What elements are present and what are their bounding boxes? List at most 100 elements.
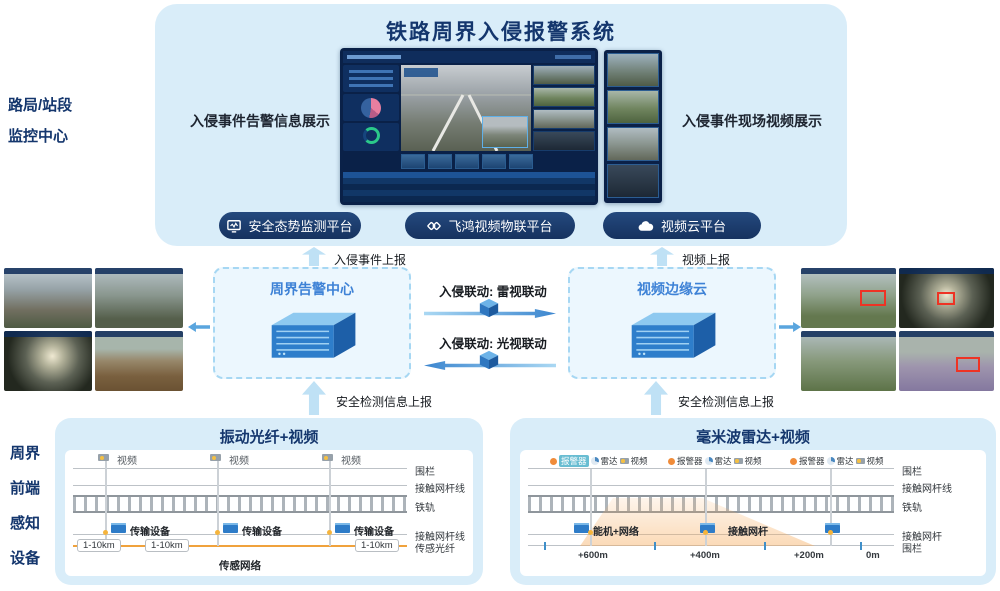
insulator-dot: [588, 530, 593, 535]
thumbnail-titlebar: [899, 268, 994, 274]
camera-icon: [619, 458, 629, 464]
row-label-fence: 围栏: [415, 467, 435, 478]
platform-pill-label: 飞鸿视频物联平台: [448, 219, 553, 234]
radar-label: 雷达: [600, 456, 618, 466]
insulator-dot: [103, 530, 108, 535]
thumbnail-titlebar: [801, 268, 896, 274]
thumbnail-titlebar: [95, 268, 183, 274]
radar-icon: [590, 457, 599, 465]
distance-label: 0m: [866, 550, 880, 561]
video-overlay-chip: [404, 68, 438, 77]
distance-tick: [860, 542, 862, 550]
row-label-rail: 铁轨: [902, 503, 922, 514]
row-label-fence2: 围栏: [902, 544, 922, 555]
alarm-center-title: 周界告警中心: [270, 281, 354, 297]
strip-tile: [607, 127, 659, 161]
camera-thumbnail: [801, 331, 896, 391]
monitor-center-label: 路局/站段 监控中心: [8, 90, 72, 152]
linkage-radar-label: 入侵联动: 雷视联动: [439, 285, 547, 299]
fiber-diagram: 视频 视频 视频 传输设备 传输设备 传输设备 1-10km 1-10km 1-…: [65, 450, 473, 576]
pole: [830, 469, 832, 546]
server-icon: [271, 312, 356, 358]
radar-icon: [704, 457, 713, 465]
sensing-network-label: 传感网络: [219, 560, 261, 572]
monitor-icon: [227, 219, 242, 233]
distance-label: +400m: [690, 550, 720, 561]
edge-cloud-title: 视频边缘云: [637, 281, 707, 297]
front-end-line2: 前端: [10, 480, 41, 497]
up-arrow-event-report: [302, 247, 326, 266]
fiber-section-panel: 振动光纤+视频 视频 视频 视频 传输设备 传输设备 传输设备: [55, 418, 483, 585]
platform-pill-security[interactable]: 安全态势监测平台: [219, 212, 361, 239]
front-end-line1: 周界: [10, 445, 41, 462]
catenary-line: [73, 534, 407, 535]
front-end-line3: 感知: [10, 515, 41, 532]
monitor-center-line1: 路局/站段: [8, 97, 73, 114]
dashboard-side-tile: [533, 109, 595, 129]
device-box: [700, 523, 715, 533]
strip-tile: [607, 164, 659, 198]
pole: [105, 458, 107, 546]
front-end-label: 周界 前端 感知 设备: [10, 436, 40, 576]
distance-tick: [764, 542, 766, 550]
dashboard-thumbnail: [428, 154, 452, 169]
thumbnail-titlebar: [801, 331, 896, 337]
up-arrow-safety-left: [302, 381, 326, 415]
dashboard-screenshot: [340, 48, 598, 205]
fence-line-bottom: [528, 545, 894, 546]
camera-label: 视频: [341, 456, 361, 467]
dashboard-thumbnail: [482, 154, 506, 169]
gauge-chart: [362, 127, 380, 144]
row-label-catenary: 接触网杆线: [902, 484, 952, 495]
alarm-icon: [790, 457, 797, 465]
monitor-center-line2: 监控中心: [8, 128, 69, 145]
transmission-device-label: 传输设备: [130, 527, 170, 538]
radar-label: 雷达: [714, 456, 732, 466]
platform-pill-label: 视频云平台: [660, 219, 726, 234]
link-icon: [427, 219, 442, 233]
dashboard-main-video: [401, 65, 531, 151]
camera-thumbnail: [801, 268, 896, 328]
bar-chart: [349, 70, 393, 87]
system-title: 铁路周界入侵报警系统: [386, 21, 616, 44]
row-label-catenary: 接触网杆线: [415, 484, 465, 495]
camera-grid-left: [4, 268, 183, 391]
dashboard-thumbnail: [509, 154, 533, 169]
railway-track: [528, 495, 894, 513]
monitoring-center-panel: 铁路周界入侵报警系统 入侵事件告警信息展示 入侵事件现场视频展示: [155, 4, 847, 246]
camera-label: 视频: [117, 456, 137, 467]
camera-thumbnail: [95, 331, 183, 391]
dashboard-thumbnail: [401, 154, 425, 169]
distance-chip: 1-10km: [355, 539, 399, 552]
distance-tick: [654, 542, 656, 550]
transmission-device-label: 传输设备: [242, 527, 282, 538]
row-label-rail: 铁轨: [415, 503, 435, 514]
server-icon: [631, 312, 716, 358]
platform-pill-feihong[interactable]: 飞鸿视频物联平台: [405, 212, 575, 239]
catenary-line: [73, 485, 407, 486]
left-connector-arrow: [188, 322, 210, 332]
camera-icon: [855, 458, 865, 464]
camera-thumbnail: [4, 268, 92, 328]
radar-label: 雷达: [836, 456, 854, 466]
up-arrow-safety-right: [644, 381, 668, 415]
alarm-label: 报警器: [559, 455, 589, 467]
cube-icon: [479, 298, 499, 318]
transmission-device-box: [223, 523, 238, 533]
thumbnail-titlebar: [4, 268, 92, 274]
sensor-group: 报警器 雷达 视频: [790, 455, 884, 467]
safety-report-right-label: 安全检测信息上报: [678, 395, 775, 409]
video-edge-cloud-box: 视频边缘云: [568, 267, 776, 379]
strip-tile: [607, 53, 659, 87]
device-box: [574, 523, 589, 533]
camera-network-label: 能机+网络: [593, 527, 639, 538]
platform-pill-cloud[interactable]: 视频云平台: [603, 212, 761, 239]
pole: [590, 469, 592, 546]
perimeter-alarm-center-box: 周界告警中心: [213, 267, 411, 379]
insulator-dot: [327, 530, 332, 535]
row-label-pole: 接触网杆: [902, 532, 942, 543]
transmission-device-label: 传输设备: [354, 527, 394, 538]
camera-thumbnail: [899, 268, 994, 328]
up-arrow-video-report: [650, 247, 674, 266]
thumbnail-titlebar: [95, 331, 183, 337]
